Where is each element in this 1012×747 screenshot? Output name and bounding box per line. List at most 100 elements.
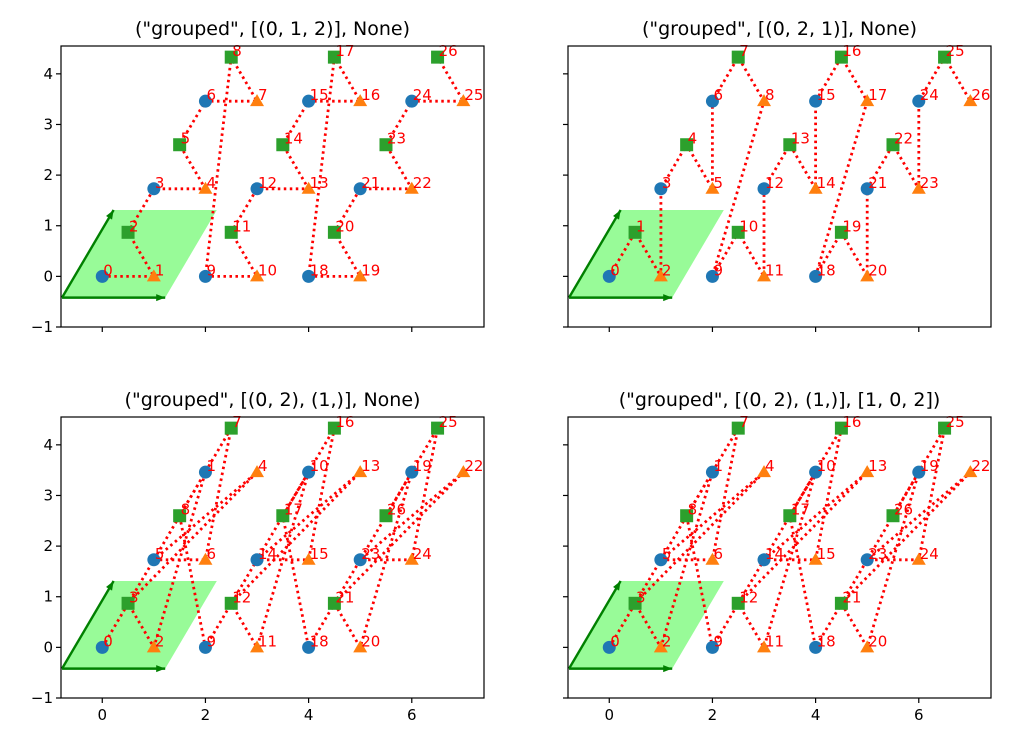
point-label: 8 <box>232 42 242 60</box>
point-marker-8 <box>731 421 745 435</box>
point-label: 20 <box>868 261 887 279</box>
point-label: 7 <box>739 42 749 60</box>
lattice-vector-b-head <box>613 210 621 220</box>
point-marker-7 <box>250 94 265 107</box>
point-label: 18 <box>310 632 329 650</box>
lattice-vector-b <box>567 209 622 299</box>
point-marker-20 <box>834 596 848 610</box>
point-marker-2 <box>628 225 642 239</box>
point-marker-9 <box>198 640 212 654</box>
point-label: 9 <box>713 632 723 650</box>
point-marker-7 <box>757 465 772 478</box>
point-label: 20 <box>335 217 354 235</box>
point-marker-11 <box>731 596 745 610</box>
point-label: 3 <box>155 174 165 192</box>
lattice-vector-b-head <box>613 581 621 591</box>
y-tick-label: 2 <box>43 166 53 184</box>
point-label: 7 <box>258 86 268 104</box>
point-label: 3 <box>129 588 139 606</box>
point-marker-19 <box>860 269 875 282</box>
subplot-2: ("grouped", [(0, 2, 1)], None)0123456789… <box>563 18 992 332</box>
point-label: 24 <box>413 86 432 104</box>
point-label: 26 <box>387 501 406 519</box>
y-tick-label: −1 <box>31 318 53 336</box>
point-label: 16 <box>842 42 861 60</box>
axes-frame <box>567 45 992 328</box>
point-marker-24 <box>912 94 926 108</box>
point-marker-26 <box>431 421 445 435</box>
point-marker-1 <box>146 640 161 653</box>
point-label: 4 <box>258 457 268 475</box>
y-tick-label: 3 <box>43 486 53 504</box>
x-tick-label: 2 <box>201 706 211 724</box>
point-marker-3 <box>654 553 668 567</box>
point-marker-23 <box>886 509 900 523</box>
point-marker-8 <box>224 421 238 435</box>
point-marker-11 <box>731 225 745 239</box>
point-label: 17 <box>335 42 354 60</box>
point-marker-13 <box>301 552 316 565</box>
point-marker-8 <box>224 50 238 64</box>
point-marker-16 <box>353 465 368 478</box>
point-label: 12 <box>739 588 758 606</box>
x-tick-label: 6 <box>407 706 417 724</box>
point-label: 6 <box>713 86 723 104</box>
point-label: 13 <box>791 130 810 148</box>
point-label: 5 <box>155 545 165 563</box>
point-marker-10 <box>250 640 265 653</box>
y-tick-label: −1 <box>31 689 53 707</box>
point-marker-19 <box>353 640 368 653</box>
point-marker-1 <box>653 269 668 282</box>
point-marker-10 <box>250 269 265 282</box>
point-marker-5 <box>680 509 694 523</box>
point-marker-0 <box>95 640 109 654</box>
point-label: 25 <box>946 413 965 431</box>
point-label: 23 <box>868 545 887 563</box>
point-marker-18 <box>809 269 823 283</box>
point-marker-15 <box>302 465 316 479</box>
point-marker-15 <box>302 94 316 108</box>
point-label: 16 <box>361 86 380 104</box>
point-label: 15 <box>817 86 836 104</box>
point-marker-16 <box>860 94 875 107</box>
point-marker-8 <box>731 50 745 64</box>
point-label: 14 <box>765 545 784 563</box>
axes-frame <box>567 416 992 699</box>
point-marker-6 <box>705 465 719 479</box>
point-label: 6 <box>206 86 216 104</box>
point-marker-22 <box>404 552 419 565</box>
x-tick-label: 0 <box>97 706 107 724</box>
point-label: 10 <box>258 261 277 279</box>
point-marker-14 <box>276 138 290 152</box>
point-marker-25 <box>456 465 471 478</box>
point-marker-13 <box>808 552 823 565</box>
point-label: 5 <box>181 130 191 148</box>
point-label: 11 <box>258 632 277 650</box>
point-marker-25 <box>963 465 978 478</box>
point-label: 4 <box>206 174 216 192</box>
point-label: 11 <box>232 217 251 235</box>
point-marker-21 <box>860 182 874 196</box>
point-marker-3 <box>147 553 161 567</box>
point-marker-16 <box>860 465 875 478</box>
point-marker-6 <box>198 465 212 479</box>
point-label: 22 <box>413 174 432 192</box>
point-label: 21 <box>361 174 380 192</box>
lattice-vector-b <box>60 580 115 670</box>
point-label: 9 <box>206 632 216 650</box>
point-label: 4 <box>765 457 775 475</box>
point-marker-22 <box>911 552 926 565</box>
point-marker-17 <box>327 421 341 435</box>
point-label: 10 <box>739 217 758 235</box>
point-marker-16 <box>353 94 368 107</box>
point-marker-1 <box>653 640 668 653</box>
point-label: 2 <box>129 217 139 235</box>
subplot-title: ("grouped", [(0, 1, 2)], None) <box>135 18 410 40</box>
point-marker-6 <box>198 94 212 108</box>
point-label: 5 <box>662 545 672 563</box>
point-label: 7 <box>232 413 242 431</box>
point-marker-0 <box>95 269 109 283</box>
point-label: 17 <box>791 501 810 519</box>
